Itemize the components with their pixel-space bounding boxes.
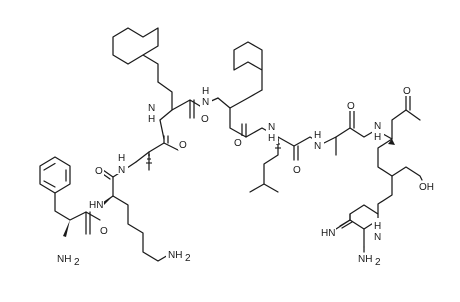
atom-label-h: H [268,133,275,144]
atom-label-hydroxyl: OH [419,182,434,193]
atom-label-oxygen: O [100,226,108,237]
atom-label-h: H [374,221,381,232]
atom-label-nh2: NH [168,250,182,261]
atom-label-h: H [314,130,321,141]
atom-label-nh2-subscript: 2 [185,253,191,264]
atom-label-oxygen: O [403,86,411,97]
atom-label-nitrogen: N [118,165,125,176]
atom-label-nitrogen: N [148,103,155,114]
atom-label-nitrogen: N [314,141,321,152]
guanidine-bonds [339,166,423,253]
atom-label-oxygen: O [179,140,187,151]
atom-label-nh2-subscript: 2 [375,257,381,268]
atom-label-nitrogen: N [374,232,381,243]
atom-label-h: H [374,132,381,143]
atom-label-h: H [202,86,209,97]
atom-label-nh2-subscript: 2 [74,257,80,268]
atom-labels: NH 2 HN O O NH 2 H N O N H O H N [55,84,436,268]
atom-label-oxygen: O [293,165,301,176]
atom-label-nitrogen: N [202,97,209,108]
bond-network [39,27,421,262]
atom-label-h: H [118,153,125,164]
atom-label-nh2: NH [57,254,71,265]
atom-label-hn: HN [321,228,335,239]
wedge-bond-arg [388,139,395,145]
wedge-bond-phe [63,220,70,237]
atom-label-nitrogen: N [268,122,275,133]
hash-bond-ala1 [146,154,152,164]
atom-label-oxygen: O [95,166,103,177]
atom-label-hn: HN [89,200,103,211]
atom-label-nh2: NH [358,254,372,265]
atom-label-nitrogen: N [374,121,381,132]
atom-label-oxygen: O [234,138,242,149]
atom-label-oxygen: O [201,114,209,125]
atom-label-h: H [148,114,155,125]
atom-label-oxygen: O [347,101,355,112]
